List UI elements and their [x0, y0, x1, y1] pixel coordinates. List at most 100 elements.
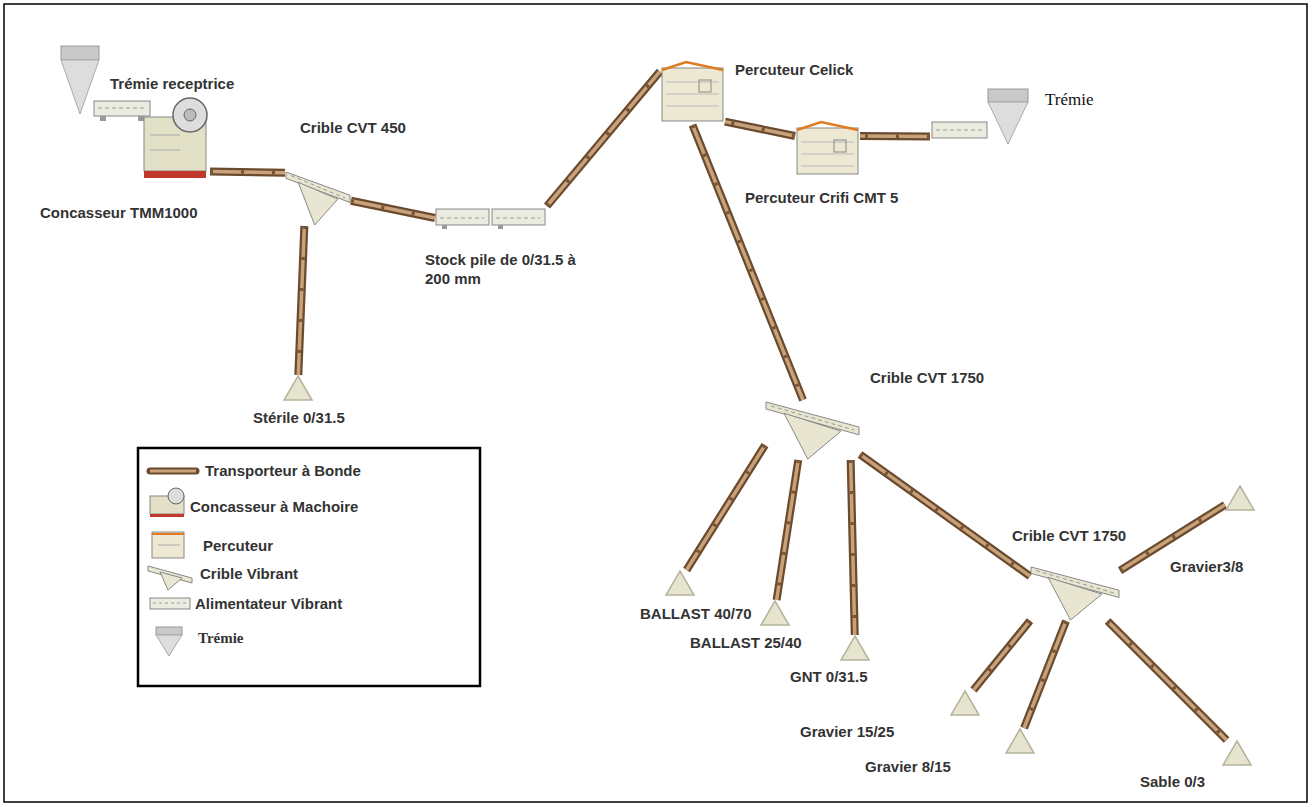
stockpile: Gravier3/8 [1225, 485, 1255, 511]
impact-crusher-icon [660, 58, 725, 125]
stockpile-icon [1222, 740, 1252, 766]
stockpile-icon [1225, 485, 1255, 511]
belt-stroke [860, 132, 930, 140]
jaw-crusher: Concasseur TMM1000 [140, 95, 210, 180]
conveyor-belt [1024, 621, 1066, 728]
belt-stroke [693, 125, 804, 400]
equipment-label: Gravier3/8 [1170, 557, 1243, 576]
legend-icons [148, 471, 196, 656]
belt-stroke [547, 71, 660, 206]
conveyor-belt [298, 226, 304, 375]
belt-stroke [860, 454, 1030, 576]
belt-stroke [1024, 621, 1066, 728]
belt-stroke [777, 460, 799, 600]
equipment-label: Percuteur Celick [735, 60, 853, 79]
stockpile: Gravier 15/25 [950, 690, 980, 716]
belt-stroke [725, 122, 795, 136]
belt-stroke [1108, 621, 1227, 740]
belt-stroke [860, 454, 1030, 576]
belt-stroke [687, 445, 765, 570]
equipment-label: BALLAST 25/40 [690, 633, 802, 652]
belt-stroke [210, 172, 285, 173]
legend-entry: Transporteur à Bonde [205, 461, 361, 480]
belt-stroke [547, 71, 660, 206]
equipment-label: GNT 0/31.5 [790, 667, 868, 686]
belt-stroke [351, 201, 435, 218]
equipment-label: Crible CVT 1750 [870, 368, 984, 387]
equipment-label: Crible CVT 450 [300, 118, 406, 137]
equipment-label: Trémie [1045, 90, 1094, 109]
vibrating-screen-icon [765, 400, 860, 460]
belt-stroke [1024, 621, 1066, 728]
impact-crusher: Percuteur Celick [660, 58, 725, 125]
stockpile-icon [760, 600, 790, 626]
legend-frame [138, 448, 480, 686]
belt-stroke [851, 460, 855, 635]
equipment-label: Concasseur TMM1000 [40, 203, 198, 222]
stockpile: BALLAST 40/70 [665, 570, 695, 596]
belt-stroke [693, 125, 804, 400]
belt-stroke [973, 621, 1030, 690]
equipment-label: Percuteur Crifi CMT 5 [745, 188, 898, 207]
belt-stroke [860, 454, 1030, 576]
stockpile: Stérile 0/31.5 [283, 375, 313, 401]
belt-stroke [860, 134, 930, 138]
conveyor-belt [687, 445, 765, 570]
legend-entry: Alimentateur Vibrant [195, 594, 342, 613]
conveyor-belt [547, 71, 660, 206]
belt-stroke [687, 445, 765, 570]
belt-stroke [298, 226, 304, 375]
belt-stroke [777, 460, 799, 600]
jaw-crusher-icon [140, 95, 210, 180]
stock-pile-feeders: Stock pile de 0/31.5 à 200 mm [435, 206, 547, 230]
stockpile-icon [1005, 728, 1035, 754]
equipment-label: BALLAST 40/70 [640, 604, 752, 623]
impact-crusher: Percuteur Crifi CMT 5 [795, 118, 860, 178]
belt-stroke [973, 621, 1030, 690]
conveyor-belt [860, 454, 1030, 576]
receiving-hopper: Trémie receptrice [60, 45, 100, 115]
equipment-label: Stock pile de 0/31.5 à 200 mm [425, 250, 600, 288]
belt-stroke [687, 445, 765, 570]
equipment-label: Gravier 15/25 [800, 722, 894, 741]
conveyor-belt [851, 460, 855, 635]
stockpile: Sable 0/3 [1222, 740, 1252, 766]
stockpile: Gravier 8/15 [1005, 728, 1035, 754]
vibrating-screen: Crible CVT 450 [285, 170, 351, 226]
belt-stroke [210, 172, 285, 173]
conveyor-belt [725, 122, 795, 136]
belt-stroke [973, 621, 1030, 690]
belt-stroke [210, 172, 285, 173]
receiving-hopper-icon [60, 45, 100, 115]
vibrating-feeder [94, 101, 150, 121]
belt-stroke [1108, 621, 1227, 740]
conveyor-belt [777, 460, 799, 600]
legend-entry: Percuteur [203, 536, 273, 555]
belt-stroke [351, 201, 435, 218]
belt-stroke [693, 125, 804, 400]
vibrating-screen: Crible CVT 1750 [1030, 565, 1120, 621]
belt-stroke [547, 71, 660, 206]
equipment-label: Sable 0/3 [1140, 772, 1205, 791]
belt-stroke [1024, 621, 1066, 728]
belt-stroke [851, 460, 855, 635]
belt-stroke [298, 226, 304, 375]
conveyor-belt [860, 136, 930, 137]
vibrating-screen-icon [285, 170, 351, 226]
belt-stroke [725, 122, 795, 136]
equipment-label: Crible CVT 1750 [1012, 526, 1126, 545]
hopper: Trémie [930, 88, 1030, 145]
equipment-label: Stérile 0/31.5 [253, 408, 345, 427]
stockpile-icon [950, 690, 980, 716]
stockpile-icon [665, 570, 695, 596]
conveyor-belt [1108, 621, 1227, 740]
vibrating-screen: Crible CVT 1750 [765, 400, 860, 460]
frame [4, 4, 1307, 802]
belt-stroke [860, 134, 930, 138]
stockpile: BALLAST 25/40 [760, 600, 790, 626]
stock-pile-feeders-icon [435, 206, 547, 230]
conveyor-belt [210, 172, 285, 173]
legend-entry: Crible Vibrant [200, 564, 298, 583]
equipment-label: Gravier 8/15 [865, 757, 951, 776]
belt-stroke [298, 226, 304, 375]
